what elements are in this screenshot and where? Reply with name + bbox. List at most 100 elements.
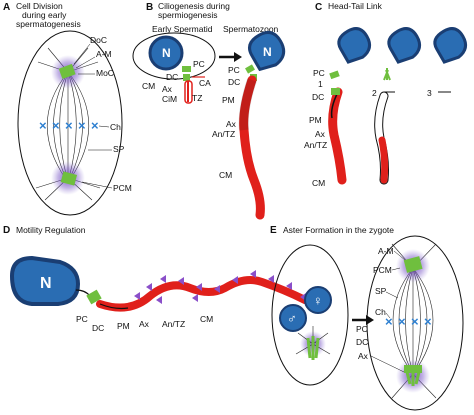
label-e-pcm: PCM xyxy=(373,265,392,275)
panel-b-title-2: spermiogenesis xyxy=(158,10,218,20)
svg-text:×: × xyxy=(411,314,419,329)
centriole-bottom xyxy=(60,171,78,186)
panel-c: C Head-Tail Link PC 1 DC PM Ax An/TZ xyxy=(304,1,468,188)
sperm-1-head xyxy=(337,27,372,64)
label-ax-2: Ax xyxy=(226,119,237,129)
panel-a-letter: A xyxy=(3,2,10,13)
panel-e-labels: A-M PCM SP Ch PC DC Ax xyxy=(356,246,406,373)
svg-text:×: × xyxy=(385,314,393,329)
spermatozoon-head: N xyxy=(248,30,286,72)
panel-a-labels: DoC A-M MoC Ch SP PCM xyxy=(73,35,132,193)
sperm-2-head xyxy=(387,27,422,64)
label-pcm: PCM xyxy=(113,183,132,193)
early-spermatid-label: Early Spermatid xyxy=(152,24,213,34)
panel-c-title: Head-Tail Link xyxy=(328,1,383,11)
panel-d-labels: PC DC PM Ax An/TZ CM xyxy=(76,314,213,333)
label-c-1: 1 xyxy=(318,79,323,89)
panel-d: D Motility Regulation N PC DC PM Ax An/T… xyxy=(3,225,309,333)
label-an-tz: An/TZ xyxy=(212,129,235,139)
svg-text:×: × xyxy=(52,118,60,133)
svg-text:×: × xyxy=(91,118,99,133)
label-c-cm: CM xyxy=(312,178,325,188)
label-cim: CiM xyxy=(162,94,177,104)
label-dc-2: DC xyxy=(228,77,240,87)
label-d-pm: PM xyxy=(117,321,130,331)
panel-c-letter: C xyxy=(315,2,322,13)
panel-a-title-1: Cell Division xyxy=(16,1,63,11)
label-pm: PM xyxy=(222,95,235,105)
panel-b-title-1: Ciliogenesis during xyxy=(158,1,230,11)
motility-arrows xyxy=(134,270,306,304)
zygote-chromosomes: × × × × xyxy=(385,314,432,329)
label-doc: DoC xyxy=(90,35,107,45)
panel-b: B Ciliogenesis during spermiogenesis Ear… xyxy=(132,1,286,220)
label-e-sp: SP xyxy=(375,286,387,296)
panel-d-head: N xyxy=(9,255,81,306)
label-e-am: A-M xyxy=(378,246,394,256)
label-d-pc: PC xyxy=(76,314,88,324)
label-sp: SP xyxy=(113,144,125,154)
panel-b-letter: B xyxy=(146,2,153,13)
panel-a: A Cell Division during early spermatogen… xyxy=(3,1,132,216)
sperm-1-tail xyxy=(328,87,347,185)
zygote-spindle-outline xyxy=(366,235,464,411)
label-d-dc: DC xyxy=(92,323,104,333)
svg-text:×: × xyxy=(78,118,86,133)
label-d-cm: CM xyxy=(200,314,213,324)
spermatid-nucleus xyxy=(148,35,184,71)
label-c-2: 2 xyxy=(372,88,377,98)
spermatozoon-nucleus-label: N xyxy=(263,45,272,59)
label-d-antz: An/TZ xyxy=(162,319,185,329)
svg-text:×: × xyxy=(39,118,47,133)
spermatid-pc xyxy=(182,66,191,72)
label-c-pc: PC xyxy=(313,68,325,78)
label-d-ax: Ax xyxy=(139,319,150,329)
centriole-top xyxy=(58,63,76,80)
label-ax: Ax xyxy=(162,84,173,94)
spermatid-dc xyxy=(183,74,190,81)
zygote-outline xyxy=(271,244,349,386)
svg-text:×: × xyxy=(65,118,73,133)
label-c-dc: DC xyxy=(312,92,324,102)
panel-c-labels: PC 1 DC PM Ax An/TZ CM 2 3 xyxy=(304,68,432,188)
label-e-ch: Ch xyxy=(375,307,386,317)
svg-text:×: × xyxy=(424,314,432,329)
female-pronucleus xyxy=(304,286,332,314)
label-moc: MoC xyxy=(96,68,114,78)
label-e-dc: DC xyxy=(356,337,368,347)
panel-b-labels-right: PC DC PM Ax An/TZ CM xyxy=(212,65,240,180)
panel-b-labels-left: PC DC CA CM Ax CiM TZ xyxy=(142,59,211,104)
panel-a-title-2: during early xyxy=(22,10,67,20)
male-symbol: ♂ xyxy=(287,311,297,326)
svg-text:×: × xyxy=(398,314,406,329)
label-c-ax: Ax xyxy=(315,129,326,139)
label-pc-2: PC xyxy=(228,65,240,75)
label-c-antz: An/TZ xyxy=(304,140,327,150)
panel-d-tail xyxy=(96,276,309,312)
label-pc: PC xyxy=(193,59,205,69)
label-am: A-M xyxy=(96,49,112,59)
label-ch: Ch xyxy=(110,122,121,132)
label-e-pc: PC xyxy=(356,324,368,334)
label-e-ax: Ax xyxy=(358,351,369,361)
male-pronucleus xyxy=(279,304,307,332)
spermatozoon-tail xyxy=(239,75,265,220)
label-cm-2: CM xyxy=(219,170,232,180)
label-dc: DC xyxy=(166,72,178,82)
panel-e-title: Aster Formation in the zygote xyxy=(283,225,394,235)
chromosomes: × × × × × xyxy=(39,118,99,133)
cell-outline xyxy=(17,30,123,216)
spermatozoon-label: Spermatozoon xyxy=(223,24,279,34)
panel-a-title-3: spermatogenesis xyxy=(16,19,81,29)
panel-d-nucleus-label: N xyxy=(40,275,52,292)
spermatid-nucleus-label: N xyxy=(162,46,171,60)
label-tz: TZ xyxy=(192,93,202,103)
label-cm: CM xyxy=(142,81,155,91)
panel-d-letter: D xyxy=(3,225,10,236)
female-symbol: ♀ xyxy=(313,293,323,308)
sperm-3-head xyxy=(433,27,468,64)
label-ca: CA xyxy=(199,78,211,88)
label-c-pm: PM xyxy=(309,115,322,125)
panel-e-letter: E xyxy=(270,225,277,236)
